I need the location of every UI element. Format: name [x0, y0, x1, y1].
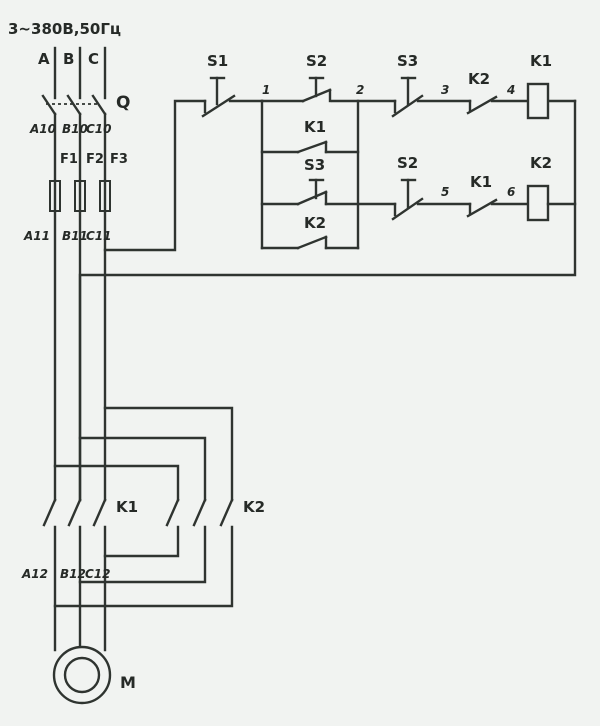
s3-mid-label: S3: [304, 156, 325, 174]
k1-contacts-label: K1: [116, 498, 138, 516]
s1-stop-button: [201, 76, 264, 118]
k1-mid-label: K1: [470, 173, 492, 191]
terminal-b10: B10: [62, 122, 88, 136]
fuse-f1-label: F1: [60, 152, 78, 167]
k1-nc-contact-mid: [466, 198, 530, 218]
terminal-a12: A12: [21, 567, 48, 581]
terminal-c11: C11: [86, 229, 112, 243]
k2-contacts-label: K2: [243, 498, 265, 516]
terminal-a11: A11: [23, 229, 50, 243]
reversing-cross-wires: [53, 406, 234, 502]
s2-interlock-mid: [391, 178, 472, 221]
k2-main-contacts: [165, 498, 234, 527]
k1-hold-contact: [260, 140, 360, 154]
terminal-b12: B12: [60, 567, 86, 581]
s2-forward-button: [301, 76, 332, 103]
node-6-label: 6: [507, 185, 515, 199]
s2-mid-label: S2: [397, 154, 418, 172]
motor-symbol: [52, 645, 112, 705]
supply-rating: 3~380В,50Гц: [8, 20, 121, 38]
s3-top-label: S3: [397, 52, 418, 70]
k2-nc-contact-top: [466, 95, 498, 115]
control-return-wire: [78, 99, 577, 502]
k1-coil: [526, 82, 550, 120]
motor-label: M: [120, 673, 136, 692]
node-5-label: 5: [441, 185, 449, 199]
fuse-f2-label: F2: [86, 152, 104, 167]
main-switch-q: [41, 94, 107, 116]
s3-interlock-top: [391, 76, 424, 118]
k2-top-label: K2: [468, 70, 490, 88]
node-1-label: 1: [262, 83, 270, 97]
terminal-a10: A10: [29, 122, 56, 136]
phase-a-label: A: [38, 50, 50, 68]
terminal-c10: C10: [86, 122, 112, 136]
k1-main-contacts: [42, 498, 107, 527]
s3-reverse-button: [260, 178, 397, 206]
phase-lines-top: [53, 46, 107, 100]
node-4-label: 4: [506, 83, 515, 97]
s1-label: S1: [207, 52, 228, 70]
node-2-label: 2: [356, 83, 364, 97]
k2-coil: [526, 184, 550, 222]
phase-b-label: B: [63, 50, 74, 68]
k1-coil-label: K1: [530, 52, 552, 70]
main-switch-label: Q: [116, 93, 130, 113]
terminal-b11: B11: [62, 229, 88, 243]
k1-hold-label: K1: [304, 118, 326, 136]
s2-top-label: S2: [306, 52, 327, 70]
k2-hold-label: K2: [304, 214, 326, 232]
phase-c-label: C: [88, 50, 99, 68]
control-supply-wire: [103, 99, 207, 252]
terminal-c12: C12: [85, 567, 111, 581]
k2-hold-contact: [260, 235, 360, 250]
fuses: [49, 179, 111, 213]
motor-feed-wires: [53, 525, 234, 652]
node-3-label: 3: [441, 83, 449, 97]
hold-branch-rails: [260, 99, 360, 250]
k2-coil-label: K2: [530, 154, 552, 172]
fuse-f3-label: F3: [110, 152, 128, 167]
